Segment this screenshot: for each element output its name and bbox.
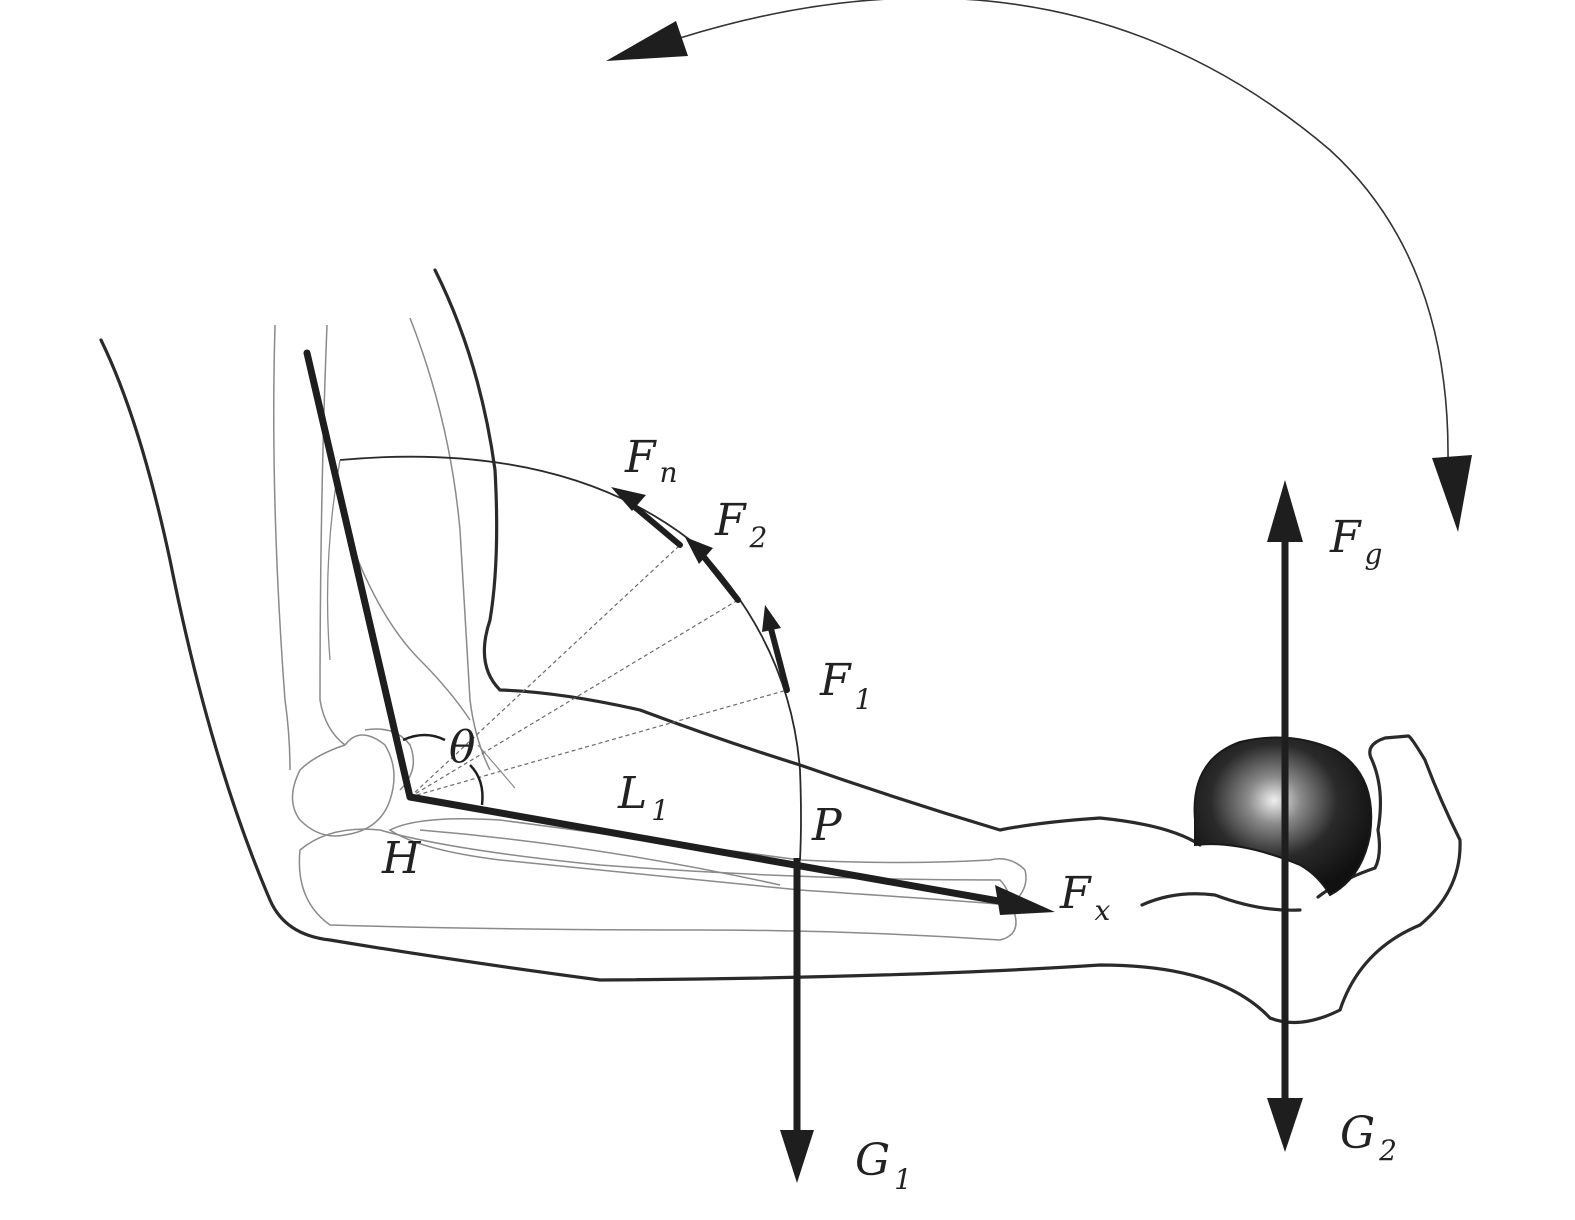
humerus-line-1: [273, 324, 291, 771]
muscle-line-1: [409, 317, 491, 771]
upper-arm-lever: [303, 349, 414, 801]
muscle-line-2: [349, 539, 471, 721]
G2-arrowhead: [1267, 1098, 1303, 1152]
arc-force-vectors: [611, 487, 790, 693]
F1-arrowhead: [762, 605, 781, 632]
thumb-contour: [1140, 892, 1302, 912]
F2-arrowhead: [685, 537, 713, 564]
radius-inner-line: [419, 829, 781, 886]
label-theta: θ: [449, 722, 476, 773]
ulna-bone: [298, 828, 1017, 941]
forearm-lever-L1: [406, 793, 1014, 907]
theta-angle-marks: [402, 733, 516, 806]
elbow-condyle: [291, 734, 395, 837]
label-H: H: [381, 833, 422, 884]
rotation-arrow-icon: [606, 0, 1472, 532]
label-P: P: [811, 800, 843, 851]
Fg-arrowhead: [1267, 480, 1303, 542]
arm-upper-contour: [433, 268, 1202, 847]
arm-outline: [99, 268, 1462, 1025]
bone-lines: [273, 317, 1027, 941]
hand-contour: [1316, 734, 1410, 899]
Fg-G2-vector: [1267, 480, 1303, 1152]
arm-lower-contour: [99, 338, 1462, 1025]
dashed-lines: [409, 544, 788, 798]
Fx-arrowhead: [995, 885, 1055, 915]
G1-vector: [780, 858, 814, 1183]
lever-skeleton: [303, 349, 1055, 915]
Fn-arrowhead: [611, 487, 646, 511]
humerus-line-2: [319, 324, 346, 746]
